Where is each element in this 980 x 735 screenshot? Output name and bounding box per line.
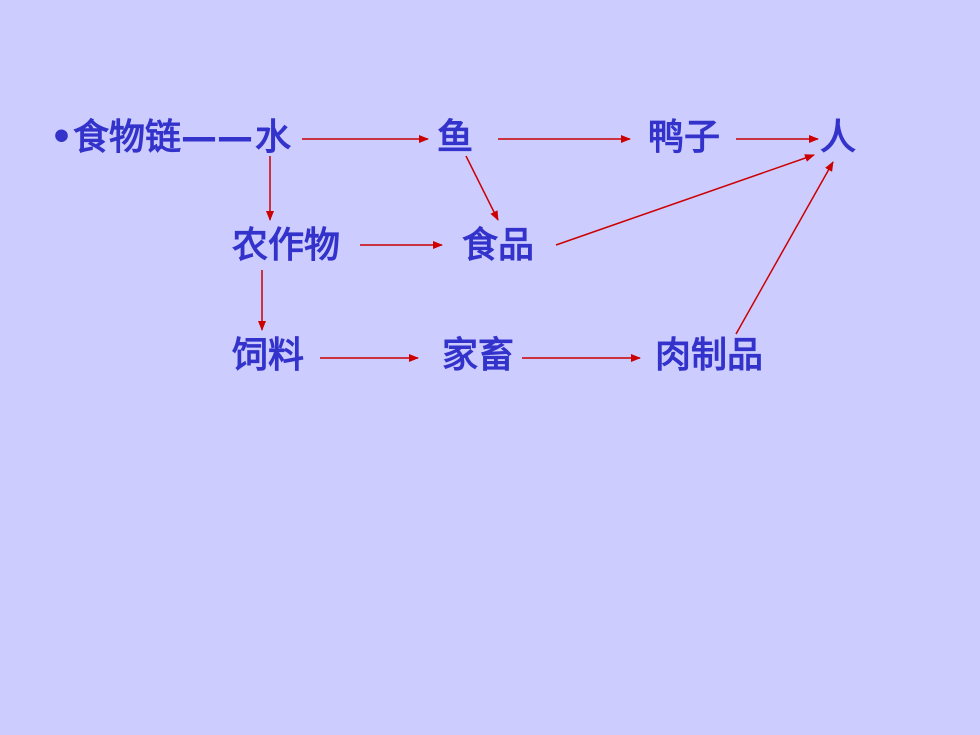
diagram-title: •食物链—— [50,117,254,158]
node-crops: 农作物 [232,225,341,266]
node-livestock: 家畜 [442,335,515,376]
node-feed: 饲料 [232,335,305,376]
node-food: 食品 [462,225,535,266]
node-human: 人 [820,117,857,158]
node-meat: 肉制品 [655,335,764,376]
arrow-food-to-human [555,154,815,246]
node-fish: 鱼 [437,117,474,158]
arrow-fish-to-food [465,155,499,221]
node-water: 水 [255,117,292,158]
node-duck: 鸭子 [648,117,721,158]
arrow-meat-to-human [735,161,834,335]
